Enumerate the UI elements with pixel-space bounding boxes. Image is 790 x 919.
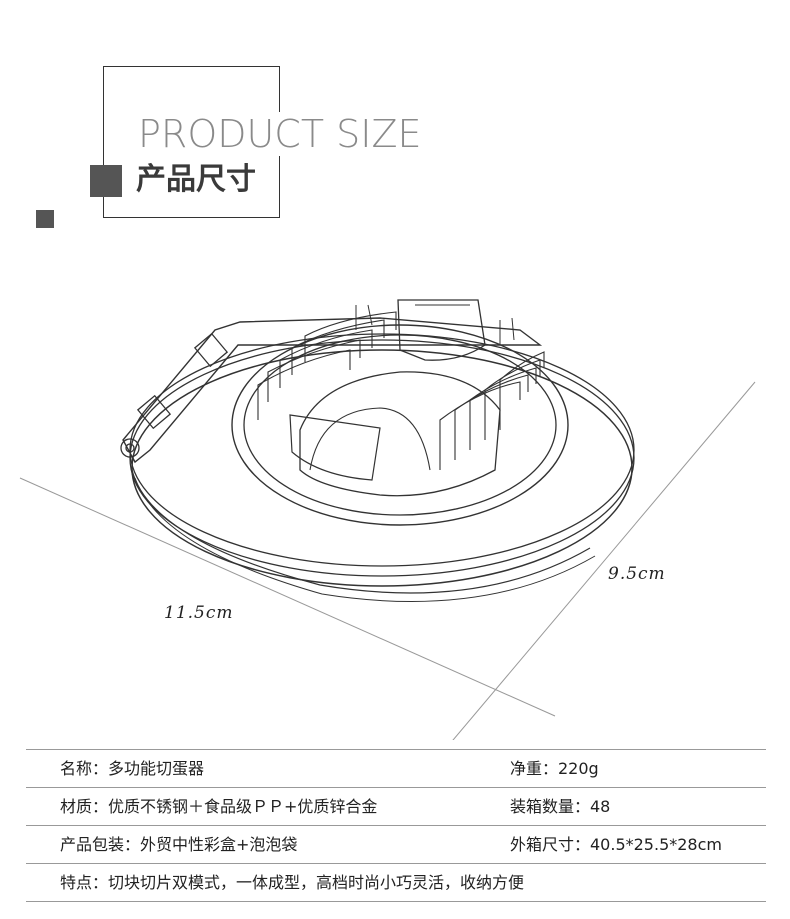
spec-row: 特点：切块切片双模式，一体成型，高档时尚小巧灵活，收纳方便 <box>26 864 766 902</box>
cutting-plate <box>231 324 569 526</box>
egg-cradle <box>299 371 501 497</box>
depth-dimension-label: 9.5cm <box>608 564 666 584</box>
base-bottom <box>131 349 633 587</box>
wire-ribs <box>257 311 545 470</box>
spec-carton-size: 外箱尺寸：40.5*25.5*28cm <box>510 835 722 854</box>
title-chinese: 产品尺寸 <box>134 158 262 202</box>
spec-table: 名称：多功能切蛋器 净重：220g 材质：优质不锈钢＋食品级ＰＰ+优质锌合金 装… <box>26 749 766 902</box>
egg-slicer-sketch-image <box>19 299 756 740</box>
width-guide-line <box>19 477 556 717</box>
hinge <box>122 317 543 464</box>
spec-row: 材质：优质不锈钢＋食品级ＰＰ+优质锌合金 装箱数量：48 <box>26 788 766 826</box>
spec-row: 名称：多功能切蛋器 净重：220g <box>26 750 766 788</box>
spec-weight: 净重：220g <box>510 759 599 778</box>
spec-features: 特点：切块切片双模式，一体成型，高档时尚小巧灵活，收纳方便 <box>60 873 525 892</box>
title-english: PRODUCT SIZE <box>138 112 428 156</box>
spec-carton-quantity: 装箱数量：48 <box>510 797 611 816</box>
spec-row: 产品包装：外贸中性彩盒+泡泡袋 外箱尺寸：40.5*25.5*28cm <box>26 826 766 864</box>
spec-material: 材质：优质不锈钢＋食品级ＰＰ+优质锌合金 <box>60 797 378 816</box>
title-square-marker <box>90 165 122 197</box>
depth-guide-line <box>452 381 756 740</box>
small-square-marker <box>36 210 54 228</box>
spec-packaging: 产品包装：外贸中性彩盒+泡泡袋 <box>60 835 298 854</box>
width-dimension-label: 11.5cm <box>164 603 234 623</box>
spec-name: 名称：多功能切蛋器 <box>60 759 205 778</box>
pusher-block <box>397 299 486 361</box>
